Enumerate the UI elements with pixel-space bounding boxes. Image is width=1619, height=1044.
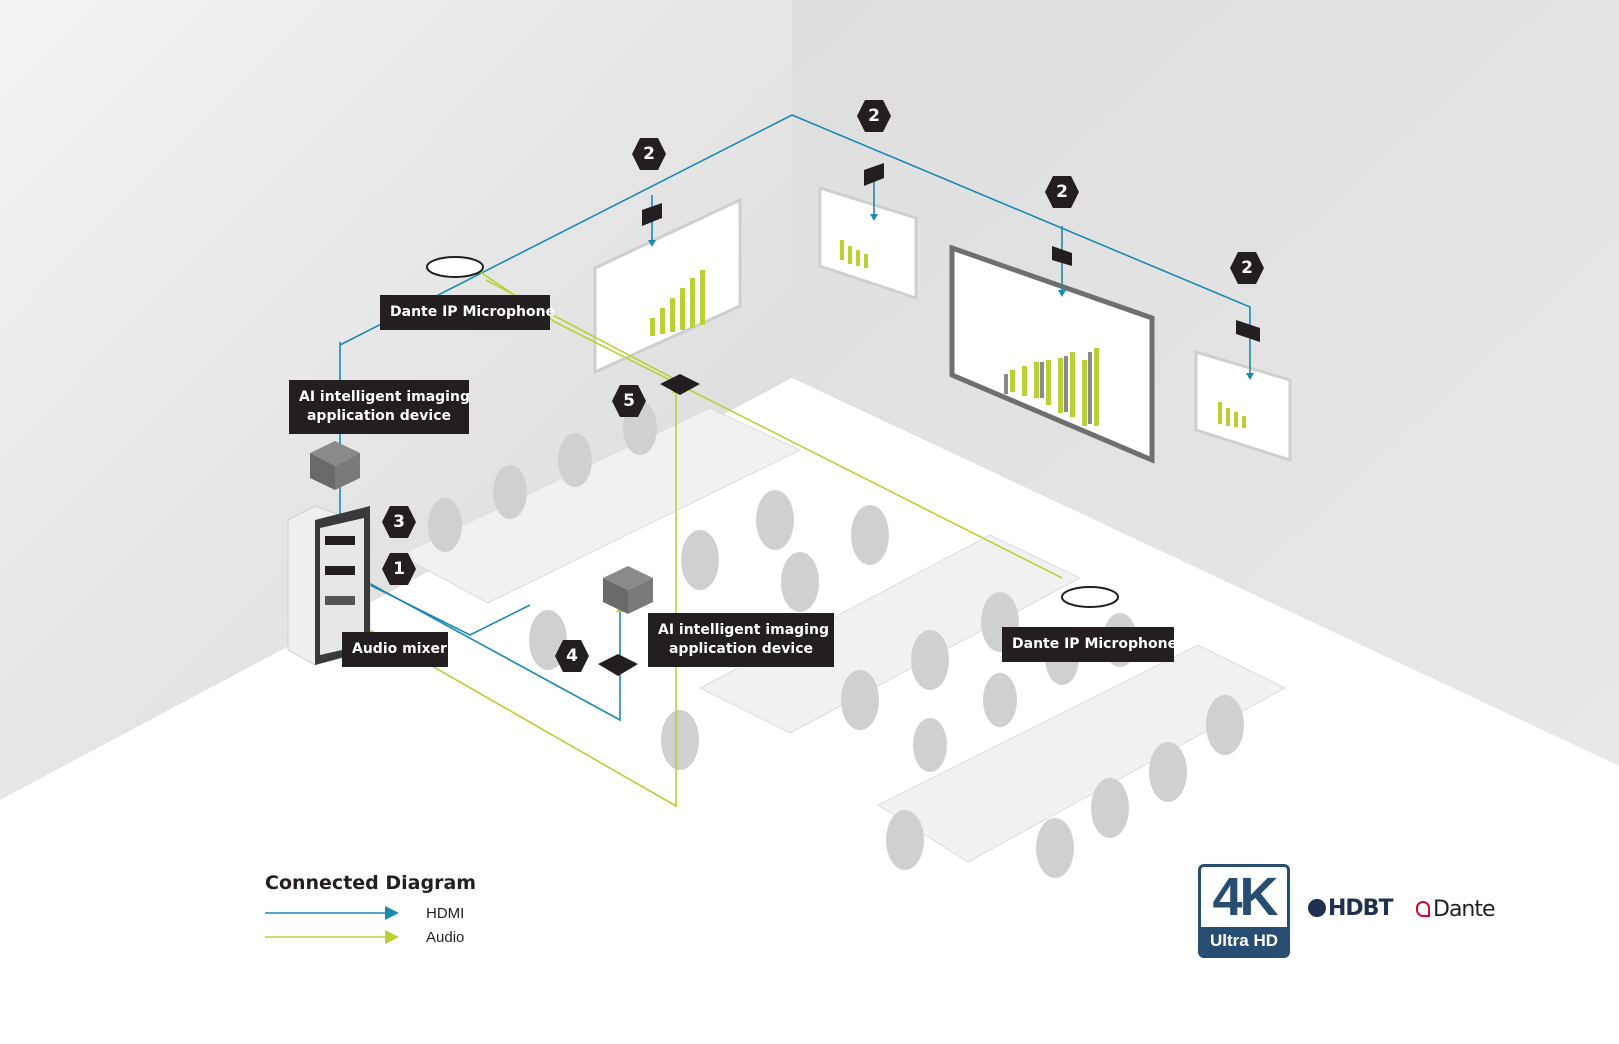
ai-device-boxes: [310, 441, 653, 614]
badge-3: 3: [381, 504, 417, 540]
badge-3-text: 3: [393, 512, 405, 532]
logo-hdbaset: HDBT: [1308, 896, 1393, 921]
legend-title: Connected Diagram: [265, 872, 477, 894]
badge-2-left-text: 2: [643, 144, 655, 164]
badge-2-center: 2: [856, 98, 892, 134]
legend-lines: [265, 906, 399, 944]
dante-mic-label-top: Dante IP Microphone: [380, 295, 555, 330]
badge-1-text: 1: [393, 559, 405, 579]
logo-ultra-hd-text: Ultra HD: [1201, 927, 1287, 955]
badge-5: 5: [611, 383, 647, 419]
dante-logo-icon: [1416, 901, 1430, 917]
legend-audio-label: Audio: [426, 929, 465, 946]
logo-dante-text: Dante: [1433, 897, 1496, 922]
microphones: [426, 256, 1119, 608]
badge-2-center-text: 2: [868, 106, 880, 126]
badge-4: 4: [554, 638, 590, 674]
dante-mic-label-right: Dante IP Microphone: [1002, 627, 1178, 662]
ai-device-label-top: AI intelligent imaging application devic…: [289, 380, 470, 434]
dante-mic-text-top: Dante IP Microphone: [390, 304, 556, 320]
legend-hdmi-label: HDMI: [426, 905, 465, 922]
audio-mixer-text: Audio mixer: [352, 641, 447, 657]
badge-1: 1: [381, 551, 417, 587]
equipment-rack: [287, 505, 371, 666]
logo-hdbt-text: HDBT: [1328, 896, 1393, 921]
legend-audio-arrow: [385, 930, 399, 944]
badge-2-mid-text: 2: [1056, 182, 1068, 202]
badge-5-text: 5: [623, 391, 635, 411]
badge-2-right: 2: [1229, 250, 1265, 286]
ai-device-center-line1: AI intelligent imaging: [658, 622, 829, 638]
legend-hdmi-arrow: [385, 906, 399, 920]
badge-2-left: 2: [631, 136, 667, 172]
ai-device-center-line2: application device: [668, 641, 814, 657]
logo-4k-text: 4K: [1212, 867, 1278, 927]
ai-device-top-line2: application device: [306, 408, 452, 424]
badge-2-right-text: 2: [1241, 258, 1253, 278]
logo-dante: Dante: [1416, 897, 1496, 922]
tables: [398, 407, 1287, 863]
hdbt-logo-icon: [1308, 899, 1326, 917]
wall-screens: [593, 185, 1292, 464]
chairs: [428, 401, 1244, 878]
receivers: [598, 163, 1260, 676]
audio-mixer-label: Audio mixer: [342, 632, 448, 667]
badge-2-mid: 2: [1044, 174, 1080, 210]
badge-4-text: 4: [566, 646, 578, 666]
dante-mic-text-right: Dante IP Microphone: [1012, 636, 1178, 652]
ai-device-label-center: AI intelligent imaging application devic…: [648, 613, 834, 667]
ai-device-top-line1: AI intelligent imaging: [299, 389, 470, 405]
logo-4k-ultra-hd: 4K Ultra HD: [1198, 864, 1290, 958]
